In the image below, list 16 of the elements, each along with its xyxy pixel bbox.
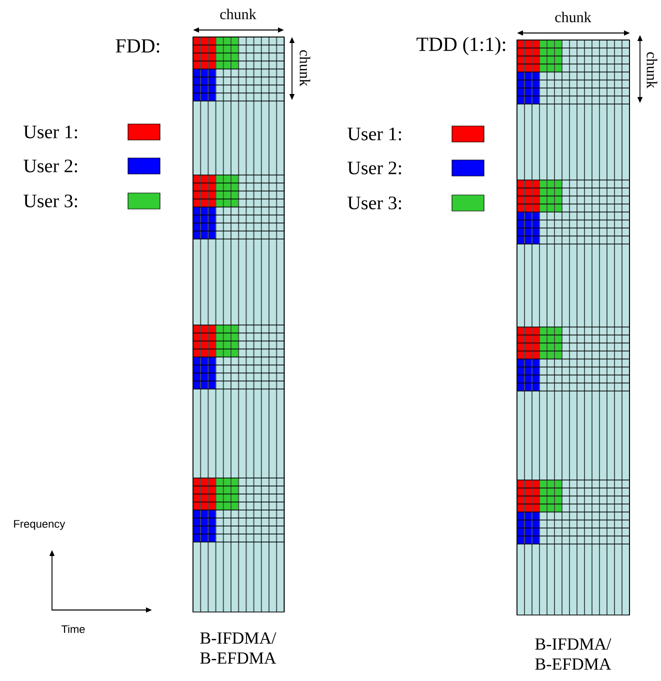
dimension-label: chunk (220, 8, 256, 20)
axis-label: Frequency (14, 520, 66, 530)
axis-label: Time (61, 624, 85, 634)
dimension-label: chunk (300, 50, 310, 86)
legend-label: User 3: (348, 196, 402, 210)
mode-label: FDD: (116, 39, 160, 53)
dimension-label: chunk (646, 52, 658, 88)
legend-label: User 2: (348, 162, 402, 174)
legend-label: User 3: (24, 194, 78, 208)
legend-label: User 1: (348, 128, 402, 140)
mode-label: TDD (1:1): (416, 36, 506, 56)
legend-label: User 2: (24, 160, 78, 172)
legend-label: User 1: (24, 126, 78, 138)
grid-caption: B-IFDMA/ B-EFDMA (535, 638, 612, 670)
grid-caption: B-IFDMA/ B-EFDMA (200, 632, 276, 664)
dimension-label: chunk (555, 12, 592, 22)
